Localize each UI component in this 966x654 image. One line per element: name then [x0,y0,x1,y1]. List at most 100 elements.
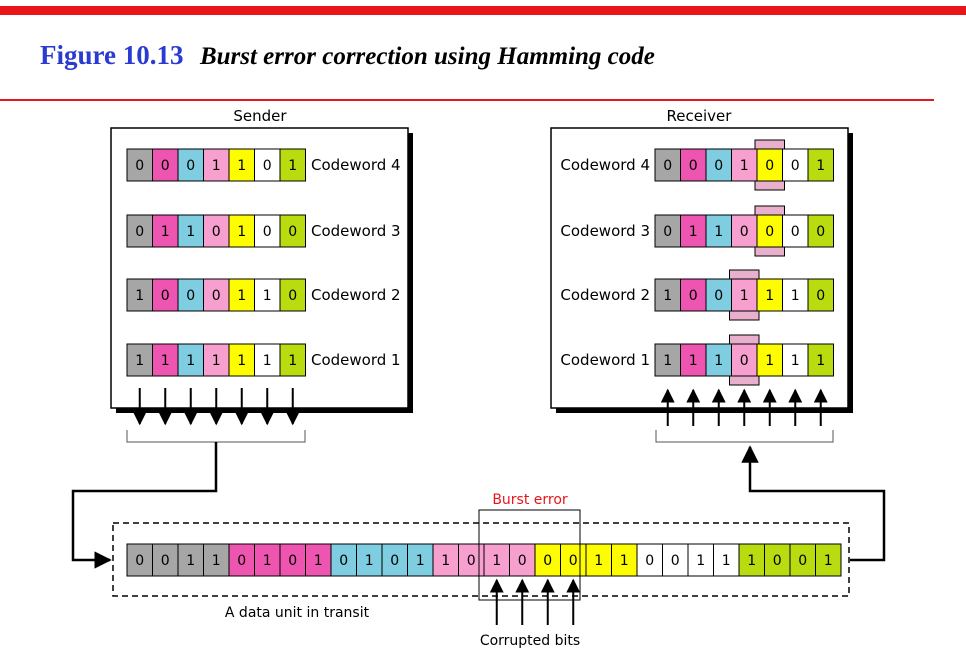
transit-to-receiver-path [741,445,886,562]
codeword-bit: 0 [705,148,732,182]
codeword-bit: 1 [279,343,306,377]
svg-text:0: 0 [161,158,170,174]
transit-bit: 1 [738,543,765,577]
svg-text:0: 0 [663,158,672,174]
codeword-bit: 0 [705,278,732,312]
sender-title: Sender [233,107,287,125]
codeword-bit: 0 [254,214,281,248]
svg-text:1: 1 [237,288,246,304]
svg-text:0: 0 [518,553,527,569]
codeword-bit: 0 [254,148,281,182]
svg-text:1: 1 [161,353,170,369]
codeword-bit: 1 [705,214,732,248]
codeword-bit: 1 [654,278,681,312]
svg-text:0: 0 [288,224,297,240]
svg-text:1: 1 [288,353,297,369]
svg-text:0: 0 [740,224,749,240]
svg-text:0: 0 [816,224,825,240]
codeword-bit: 1 [756,343,783,377]
svg-text:0: 0 [161,288,170,304]
codeword-bit: 0 [203,278,230,312]
svg-text:0: 0 [714,158,723,174]
codeword-bit: 1 [705,343,732,377]
transit-bit: 1 [254,543,281,577]
codeword-bit: 1 [680,343,707,377]
svg-text:0: 0 [791,224,800,240]
svg-text:1: 1 [765,353,774,369]
codeword-bit: 0 [731,343,758,377]
codeword-bit: 1 [782,343,809,377]
svg-text:0: 0 [186,288,195,304]
codeword-bit: 1 [228,278,255,312]
svg-text:0: 0 [212,224,221,240]
receiver-bracket [655,430,834,443]
transit-bit: 1 [611,543,638,577]
codeword-bit: 1 [228,343,255,377]
codeword-bit: 1 [680,214,707,248]
codeword-label: Codeword 4 [311,156,401,174]
codeword-bit: 0 [152,148,179,182]
codeword-label: Codeword 1 [560,351,650,369]
codeword-bit: 0 [782,214,809,248]
transit-bit: 0 [534,543,561,577]
svg-text:0: 0 [740,353,749,369]
svg-text:0: 0 [263,158,272,174]
svg-text:0: 0 [645,553,654,569]
codeword-bit: 0 [731,214,758,248]
transit-bit: 0 [330,543,357,577]
codeword-bit: 1 [279,148,306,182]
svg-text:1: 1 [594,553,603,569]
codeword-label: Codeword 3 [560,222,650,240]
svg-text:0: 0 [288,553,297,569]
svg-text:0: 0 [714,288,723,304]
codeword-bit: 1 [228,148,255,182]
svg-text:1: 1 [765,288,774,304]
svg-text:1: 1 [416,553,425,569]
codeword-bit: 1 [756,278,783,312]
codeword-bit: 0 [680,278,707,312]
transit-bit: 1 [177,543,204,577]
top-accent-bar [0,6,966,15]
codeword-bit: 1 [731,148,758,182]
codeword-bit: 0 [152,278,179,312]
codeword-label: Codeword 3 [311,222,401,240]
svg-text:1: 1 [314,553,323,569]
transit-bit: 1 [203,543,230,577]
codeword-bit: 0 [654,214,681,248]
codeword-bit: 1 [228,214,255,248]
codeword-bit: 1 [807,343,834,377]
svg-text:1: 1 [824,553,833,569]
svg-text:1: 1 [747,553,756,569]
svg-text:0: 0 [288,288,297,304]
svg-text:0: 0 [791,158,800,174]
burst-error-label: Burst error [492,492,568,508]
figure-caption: Burst error correction using Hamming cod… [199,43,655,70]
transit-bit: 0 [279,543,306,577]
codeword-bit: 1 [203,343,230,377]
svg-text:1: 1 [816,158,825,174]
svg-text:1: 1 [212,158,221,174]
codeword-bit: 0 [680,148,707,182]
transit-bit: 1 [356,543,383,577]
transit-bit: 0 [126,543,153,577]
svg-text:1: 1 [288,158,297,174]
receiver-title: Receiver [667,107,733,125]
svg-text:0: 0 [263,224,272,240]
corrupted-bits-label: Corrupted bits [480,633,580,649]
codeword-bit: 0 [756,214,783,248]
transit-bit: 1 [815,543,842,577]
svg-text:1: 1 [212,353,221,369]
transit-bit: 0 [560,543,587,577]
svg-text:1: 1 [135,353,144,369]
transit-bit: 1 [585,543,612,577]
transit-bit: 1 [687,543,714,577]
codeword-bit: 0 [279,214,306,248]
svg-text:1: 1 [689,224,698,240]
svg-text:0: 0 [543,553,552,569]
